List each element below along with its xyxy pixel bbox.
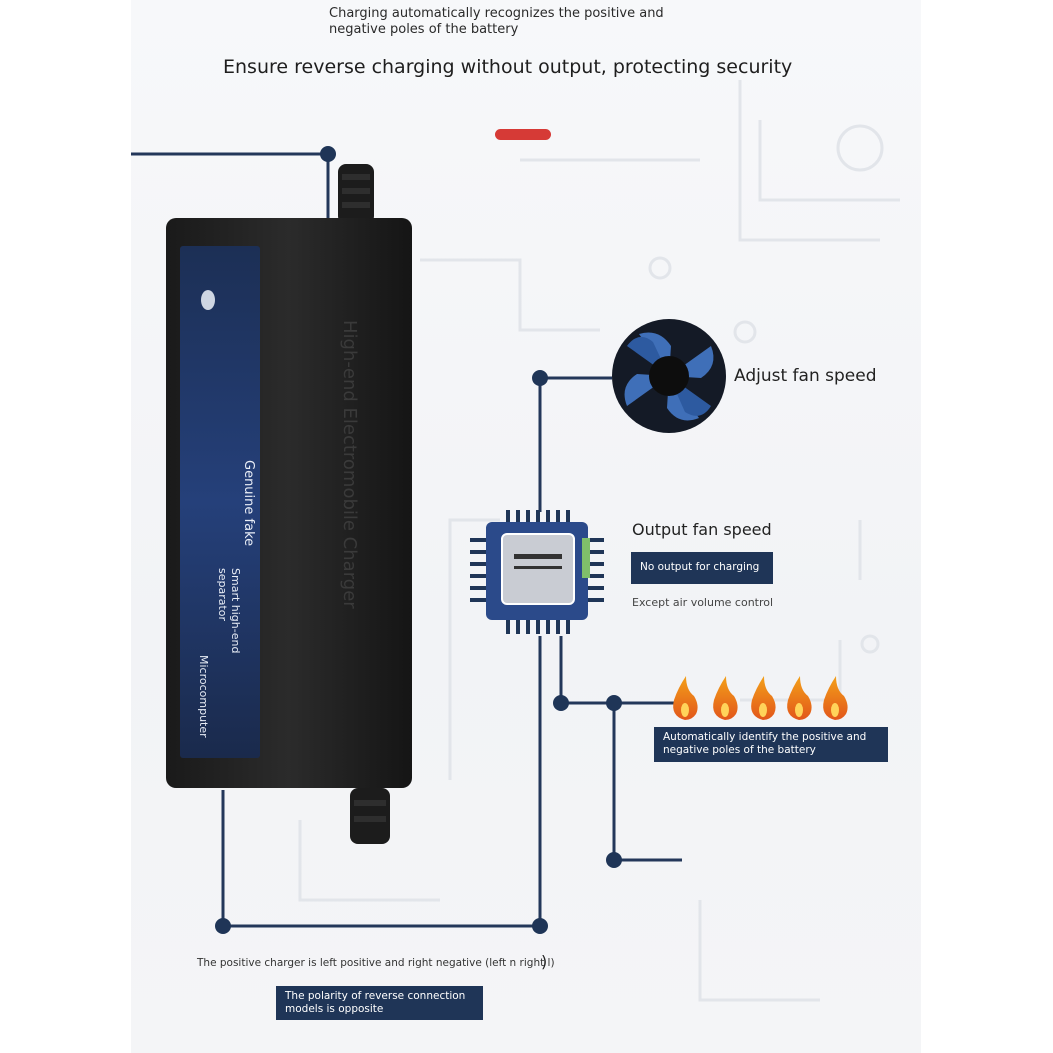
headline: Ensure reverse charging without output, … [223, 56, 793, 78]
charger-label-line-4: Microcomputer [197, 655, 210, 738]
led-indicator [201, 290, 215, 310]
background-circuit-traces [298, 80, 900, 1002]
charger-label [180, 246, 260, 758]
header-subtitle: Charging automatically recognizes the po… [329, 6, 749, 38]
bottom-paren: ) [541, 952, 548, 971]
chip-title: Output fan speed [632, 520, 772, 539]
charger-label-line-3: separator [216, 568, 229, 622]
header-line-2: negative poles of the battery [329, 22, 519, 37]
cable-top [338, 164, 374, 224]
chip-box-label: No output for charging [631, 552, 773, 584]
chip-icon [470, 510, 604, 634]
connector-dots [215, 146, 622, 934]
charger-side-text: High-end Electromobile Charger [339, 320, 360, 609]
charger-label-line-2: Smart high-end [229, 568, 242, 654]
charger-device [166, 164, 412, 844]
red-indicator [495, 129, 551, 140]
header-line-1: Charging automatically recognizes the po… [329, 6, 664, 21]
fan-label: Adjust fan speed [734, 366, 877, 386]
fan-icon [612, 319, 726, 433]
charger-label-line-1: Genuine fake [241, 460, 256, 547]
flame-icons [673, 676, 848, 720]
bottom-box-label: The polarity of reverse connection model… [276, 986, 483, 1020]
flames-box-label: Automatically identify the positive and … [654, 727, 888, 762]
chip-note: Except air volume control [632, 596, 774, 609]
cable-bottom [350, 788, 390, 844]
bottom-note: The positive charger is left positive an… [197, 957, 555, 969]
